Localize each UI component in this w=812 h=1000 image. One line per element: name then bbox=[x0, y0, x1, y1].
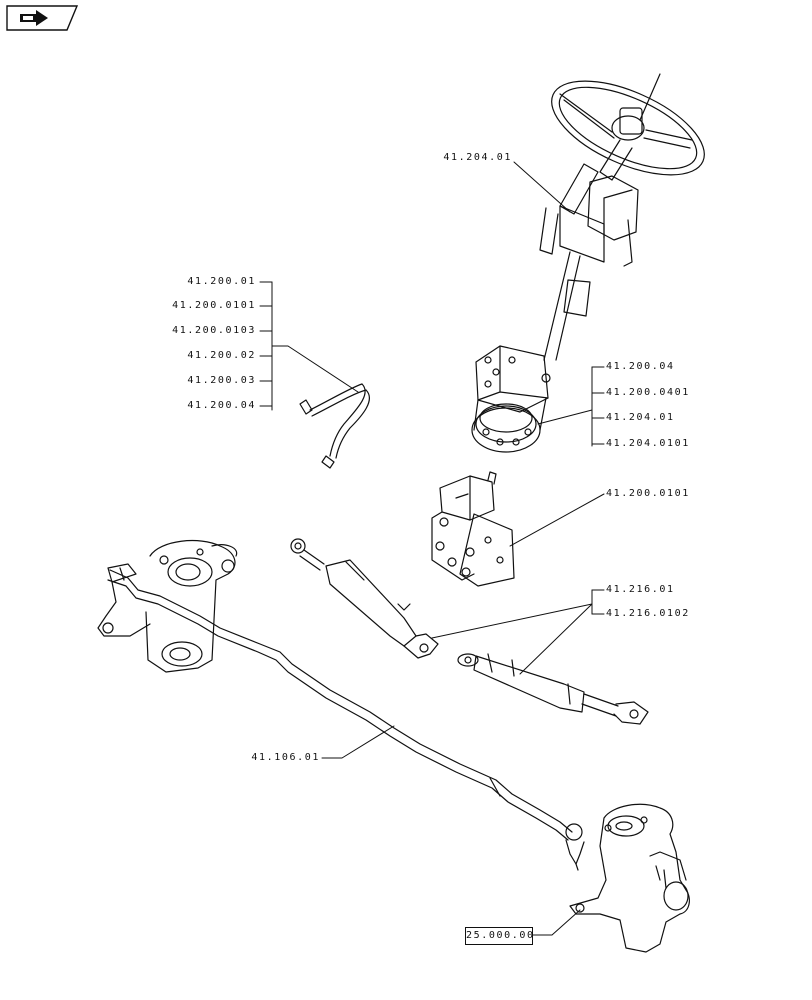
steering-hoses bbox=[299, 383, 370, 469]
callout-hose-3[interactable]: 41.200.0103 bbox=[172, 325, 256, 336]
callout-hose-2[interactable]: 41.200.0101 bbox=[172, 300, 256, 311]
callout-cylinder-2[interactable]: 41.216.0102 bbox=[606, 608, 690, 619]
forward-arrow-icon bbox=[20, 10, 48, 26]
tie-rod bbox=[107, 567, 585, 871]
steering-cylinder-upper bbox=[290, 538, 439, 659]
steering-knuckle-right bbox=[569, 803, 690, 953]
steering-unit bbox=[471, 345, 551, 453]
callout-pump[interactable]: 41.200.0101 bbox=[606, 488, 690, 499]
callout-hose-4[interactable]: 41.200.02 bbox=[187, 350, 256, 361]
callout-cylinder-1[interactable]: 41.216.01 bbox=[606, 584, 675, 595]
hydraulic-pump bbox=[431, 471, 515, 587]
callout-hose-1[interactable]: 41.200.01 bbox=[187, 276, 256, 287]
callout-steering-unit-4[interactable]: 41.204.0101 bbox=[606, 438, 690, 449]
callout-steering-unit-2[interactable]: 41.200.0401 bbox=[606, 387, 690, 398]
callout-steering-column[interactable]: 41.204.01 bbox=[443, 152, 512, 163]
callout-tie-rod[interactable]: 41.106.01 bbox=[251, 752, 320, 763]
leader-lines bbox=[259, 161, 605, 936]
callout-steering-unit-1[interactable]: 41.200.04 bbox=[606, 361, 675, 372]
callout-axle-ref[interactable]: 25.000.00 bbox=[465, 927, 533, 945]
steering-column bbox=[539, 139, 639, 361]
steering-cylinder-lower bbox=[457, 653, 649, 725]
steering-knuckle-left bbox=[97, 539, 238, 673]
callout-hose-5[interactable]: 41.200.03 bbox=[187, 375, 256, 386]
callout-steering-unit-3[interactable]: 41.204.01 bbox=[606, 412, 675, 423]
steering-wheel bbox=[551, 73, 705, 176]
callout-hose-6[interactable]: 41.200.04 bbox=[187, 400, 256, 411]
nav-forward-button[interactable] bbox=[6, 5, 78, 31]
